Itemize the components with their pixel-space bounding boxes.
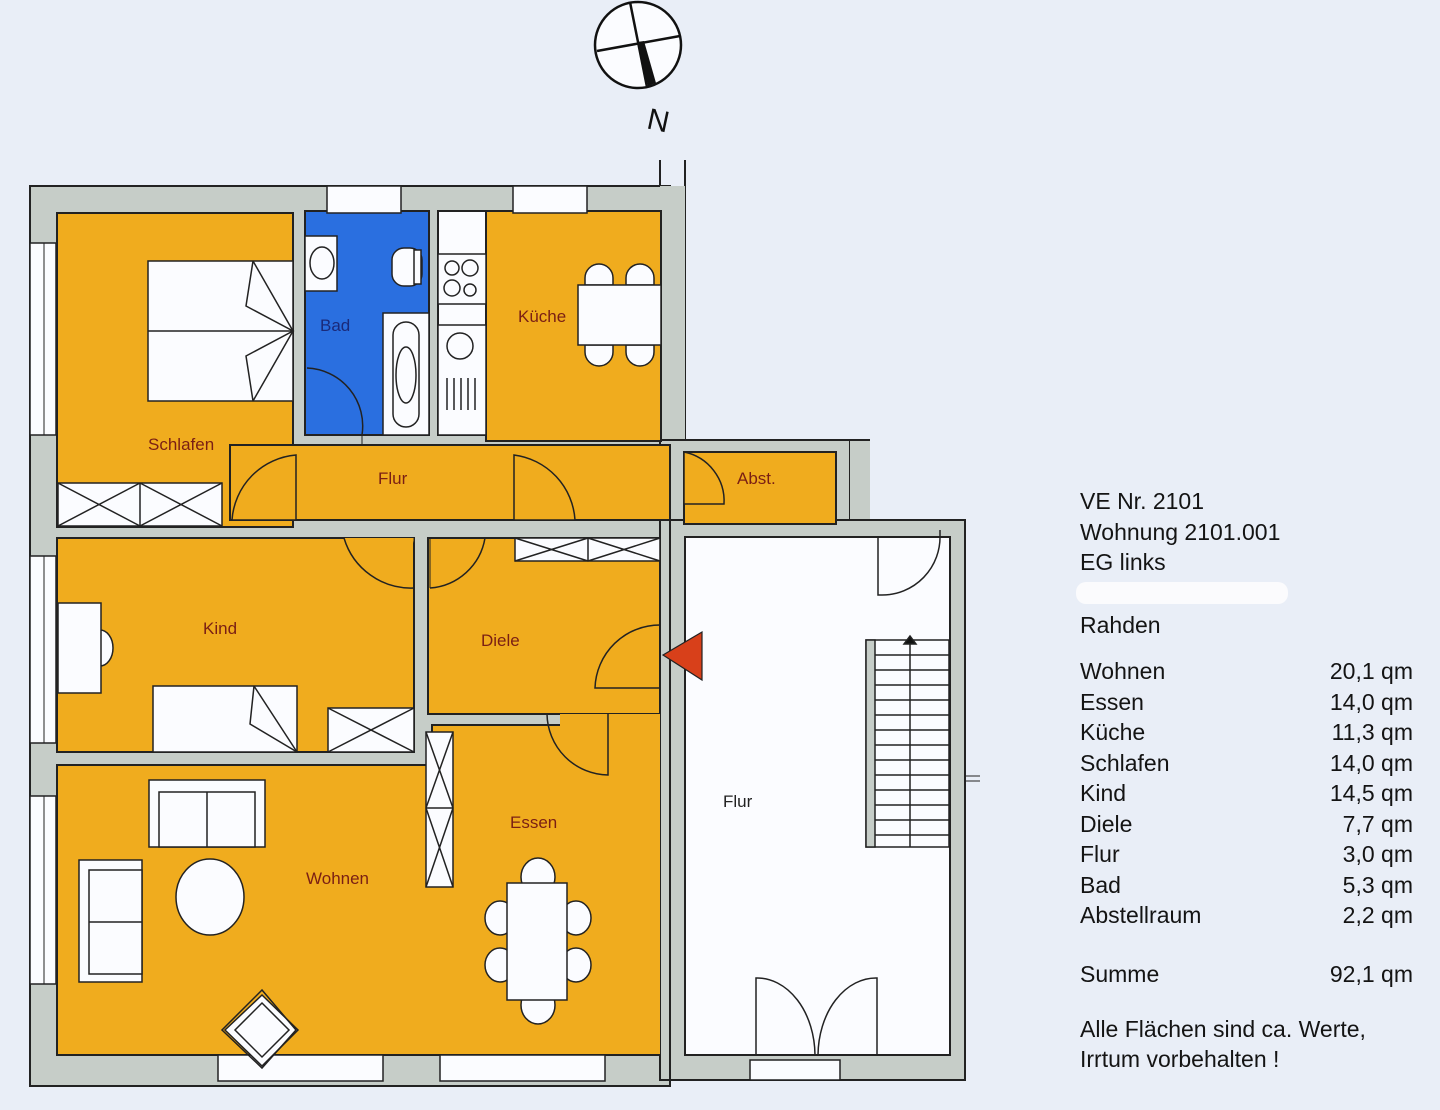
sum-value: 92,1 qm	[1329, 960, 1413, 987]
label-kind: Kind	[203, 619, 237, 638]
redacted-address	[1076, 581, 1288, 604]
floor-position: EG links	[1080, 549, 1166, 575]
sofa-icon	[78, 779, 300, 1070]
label-schlafen: Schlafen	[148, 435, 214, 454]
wardrobe-icon	[57, 482, 223, 527]
compass-north-label: N	[644, 103, 672, 140]
ve-number: VE Nr. 2101	[1080, 488, 1205, 514]
disclaimer: Alle Flächen sind ca. Werte, Irrtum vorb…	[1080, 1016, 1366, 1072]
kind-wardrobe-icon	[327, 707, 415, 753]
label-essen: Essen	[510, 813, 557, 832]
label-flur-stair: Flur	[723, 792, 753, 811]
label-abst: Abst.	[737, 469, 776, 488]
apartment-info-panel: VE Nr. 2101 Wohnung 2101.001 EG links Ra…	[1076, 486, 1420, 1074]
unit-number: Wohnung 2101.001	[1080, 518, 1281, 545]
desk-icon	[57, 602, 114, 694]
label-wohnen: Wohnen	[306, 869, 369, 888]
kitchen-table-icon	[577, 263, 662, 367]
floor-plan: N	[29, 0, 980, 1087]
city: Rahden	[1080, 611, 1161, 638]
staircase-icon	[865, 634, 950, 848]
label-flur-inner: Flur	[378, 469, 408, 488]
stove-icon	[437, 253, 487, 436]
compass-icon: N	[593, 0, 683, 140]
area-sum: Summe 92,1 qm	[1080, 959, 1413, 990]
label-diele: Diele	[481, 631, 520, 650]
entry-marker-icon	[661, 630, 703, 682]
diele-wardrobe-icon	[514, 537, 661, 562]
single-bed-icon	[152, 685, 298, 753]
dining-table-icon	[484, 857, 592, 1025]
bed-icon	[147, 260, 295, 402]
label-kueche: Küche	[518, 307, 566, 326]
room-flur-inner	[229, 444, 671, 521]
door-swing-bad	[306, 367, 364, 436]
sum-label: Summe	[1080, 960, 1160, 987]
double-door-icon	[755, 977, 878, 1056]
label-bad: Bad	[320, 316, 350, 335]
essen-cabinet-icon	[425, 731, 454, 888]
